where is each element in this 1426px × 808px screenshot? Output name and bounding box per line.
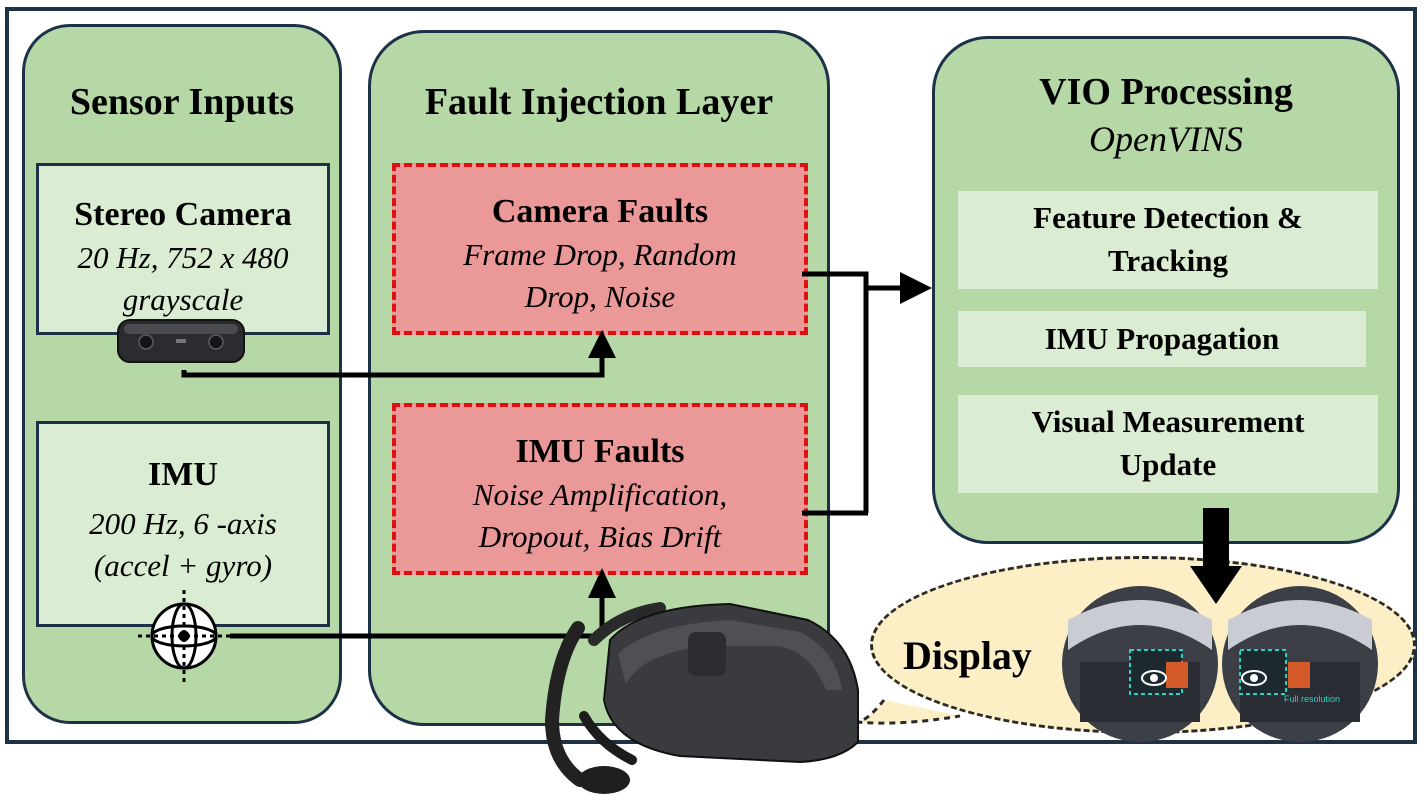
imu-gyroscope-icon [138, 590, 230, 682]
imu-spec-line2: (accel + gyro) [93, 548, 273, 584]
vio-to-display-shaft [1203, 508, 1229, 570]
stereo-camera-icon [117, 319, 245, 363]
visual-measurement-step: Visual Measurement Update [958, 395, 1378, 493]
imu-faults-arrowhead [588, 568, 616, 598]
visual-measurement-line2: Update [1119, 447, 1217, 482]
imu-propagation-label: IMU Propagation [1044, 320, 1280, 356]
vio-processing-panel: VIO Processing OpenVINS Feature Detectio… [932, 36, 1400, 544]
vio-to-display-arrowhead [1190, 566, 1242, 604]
camera-faults-line2: Drop, Noise [524, 279, 676, 315]
camera-faults-title: Camera Faults [491, 193, 709, 230]
imu-to-faults-connector [230, 596, 605, 639]
camera-faults-out-connector [802, 271, 869, 513]
imu-faults-title: IMU Faults [515, 433, 685, 470]
fault-injection-title: Fault Injection Layer [424, 81, 774, 123]
imu-faults-line2: Dropout, Bias Drift [478, 519, 722, 555]
display-label: Display [903, 633, 1032, 678]
vio-processing-title: VIO Processing [1039, 71, 1293, 113]
stereo-camera-spec-line2: grayscale [122, 282, 244, 318]
imu-title: IMU [148, 456, 218, 493]
camera-to-faults-connector [181, 355, 605, 378]
camera-faults-box: Camera Faults Frame Drop, Random Drop, N… [392, 163, 808, 335]
vio-input-arrowhead [900, 272, 932, 304]
vio-subtitle: OpenVINS [1089, 119, 1243, 159]
stereo-camera-title: Stereo Camera [74, 196, 292, 233]
cockpit-view-icon [1062, 586, 1378, 742]
feature-detection-step: Feature Detection & Tracking [958, 191, 1378, 289]
stereo-camera-spec-line1: 20 Hz, 752 x 480 [77, 239, 289, 275]
imu-spec-line1: 200 Hz, 6 -axis [89, 505, 277, 541]
imu-faults-line1: Noise Amplification, [472, 476, 728, 512]
imu-faults-box: IMU Faults Noise Amplification, Dropout,… [392, 403, 808, 575]
feature-detection-line1: Feature Detection & [1033, 200, 1303, 236]
camera-faults-arrowhead [588, 330, 616, 358]
eye-icon [1141, 670, 1267, 686]
sensor-inputs-title: Sensor Inputs [69, 81, 295, 123]
imu-propagation-step: IMU Propagation [958, 311, 1366, 367]
full-resolution-overlay: Full resolution [1284, 694, 1340, 704]
camera-faults-line1: Frame Drop, Random [463, 236, 737, 272]
vr-headset-icon [544, 602, 859, 794]
feature-detection-line2: Tracking [1108, 243, 1228, 278]
visual-measurement-line1: Visual Measurement [1031, 404, 1305, 440]
